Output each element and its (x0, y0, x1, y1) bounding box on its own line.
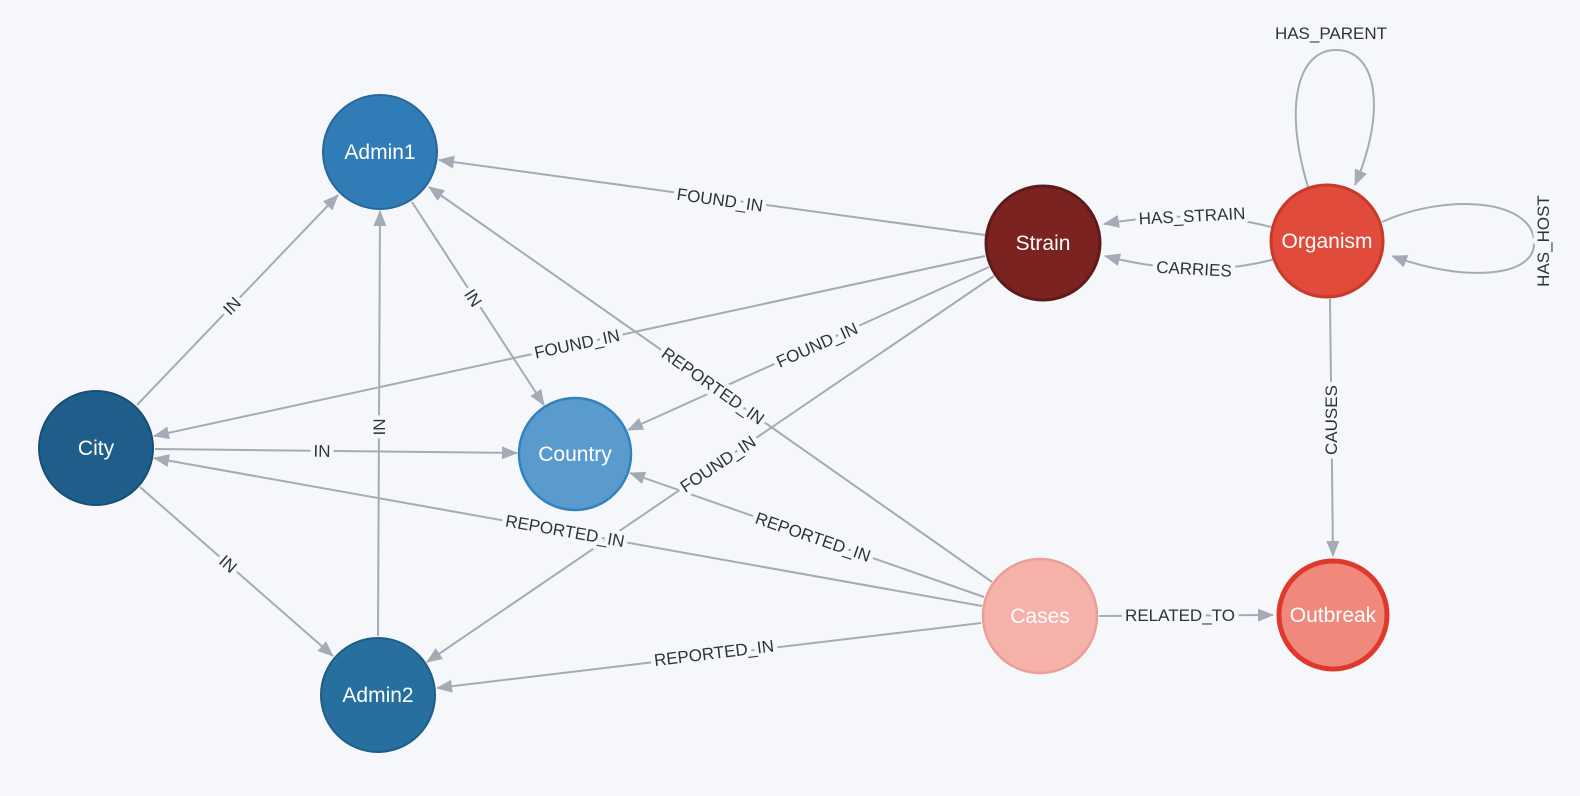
edge-admin1-country[interactable] (411, 201, 545, 406)
edge-label-has-strain[interactable]: HAS_STRAIN (1134, 199, 1251, 233)
edge-cases-city[interactable] (153, 454, 983, 607)
edge-strain-admin2[interactable] (426, 275, 995, 663)
edge-cases-admin2[interactable] (436, 622, 982, 693)
edge-label-causes[interactable]: CAUSES (1317, 381, 1345, 460)
node-admin2-circle[interactable] (320, 637, 436, 753)
edge-label-in-admin2-admin1[interactable]: IN (365, 414, 393, 440)
node-admin1[interactable]: Admin1 (322, 94, 438, 210)
edge-label-reported-in-cases-country[interactable]: REPORTED_IN (748, 504, 877, 570)
node-outbreak[interactable]: Outbreak (1276, 558, 1390, 672)
edge-organism-self-has-parent[interactable] (1294, 48, 1375, 191)
edge-organism-strain-has-strain[interactable] (1103, 215, 1272, 228)
edge-label-in-admin1-country[interactable]: IN (456, 281, 490, 315)
edge-strain-country[interactable] (627, 266, 990, 431)
edge-city-admin2[interactable] (139, 486, 334, 657)
edge-city-admin1[interactable] (136, 194, 339, 406)
node-country-circle[interactable] (517, 396, 633, 512)
edge-label-related-to[interactable]: RELATED_TO (1121, 601, 1240, 629)
node-admin1-circle[interactable] (322, 94, 438, 210)
edge-cases-admin1[interactable] (428, 186, 993, 583)
edge-label-reported-in-cases-admin2[interactable]: REPORTED_IN (649, 632, 780, 675)
edge-admin2-admin1[interactable] (373, 210, 387, 637)
edge-label-found-in-strain-admin2[interactable]: FOUND_IN (672, 428, 764, 501)
edge-cases-outbreak[interactable] (1098, 608, 1274, 622)
edge-organism-strain-carries[interactable] (1104, 253, 1276, 270)
edge-label-has-parent[interactable]: HAS_PARENT (1270, 19, 1391, 47)
edge-label-reported-in-cases-city[interactable]: REPORTED_IN (499, 507, 630, 556)
edge-strain-city[interactable] (153, 255, 986, 440)
node-outbreak-circle[interactable] (1276, 558, 1390, 672)
node-organism-circle[interactable] (1269, 183, 1385, 299)
node-admin2[interactable]: Admin2 (320, 637, 436, 753)
node-organism[interactable]: Organism (1269, 183, 1385, 299)
node-layer: Admin1 City Country Admin2 Strain Cases … (38, 94, 1390, 753)
edge-label-has-host[interactable]: HAS_HOST (1529, 191, 1557, 292)
node-cases-circle[interactable] (981, 557, 1099, 675)
edge-strain-admin1[interactable] (438, 155, 986, 236)
edge-cases-country[interactable] (629, 471, 985, 598)
edge-label-found-in-strain-country[interactable]: FOUND_IN (769, 314, 865, 376)
edge-label-reported-in-cases-admin1[interactable]: REPORTED_IN (653, 339, 772, 433)
node-city-circle[interactable] (38, 390, 154, 506)
edge-label-in-city-country[interactable]: IN (309, 437, 335, 465)
node-country[interactable]: Country (517, 396, 633, 512)
node-cases[interactable]: Cases (981, 557, 1099, 675)
node-strain[interactable]: Strain (984, 184, 1102, 302)
edge-organism-self-has-host[interactable] (1381, 203, 1536, 274)
edge-label-found-in-strain-city[interactable]: FOUND_IN (528, 321, 626, 367)
edge-city-country[interactable] (154, 446, 518, 460)
node-city[interactable]: City (38, 390, 154, 506)
edge-label-found-in-strain-admin1[interactable]: FOUND_IN (671, 180, 769, 220)
edge-label-carries[interactable]: CARRIES (1151, 253, 1236, 285)
edge-layer (136, 48, 1536, 693)
node-strain-circle[interactable] (984, 184, 1102, 302)
edge-organism-outbreak[interactable] (1326, 298, 1340, 557)
